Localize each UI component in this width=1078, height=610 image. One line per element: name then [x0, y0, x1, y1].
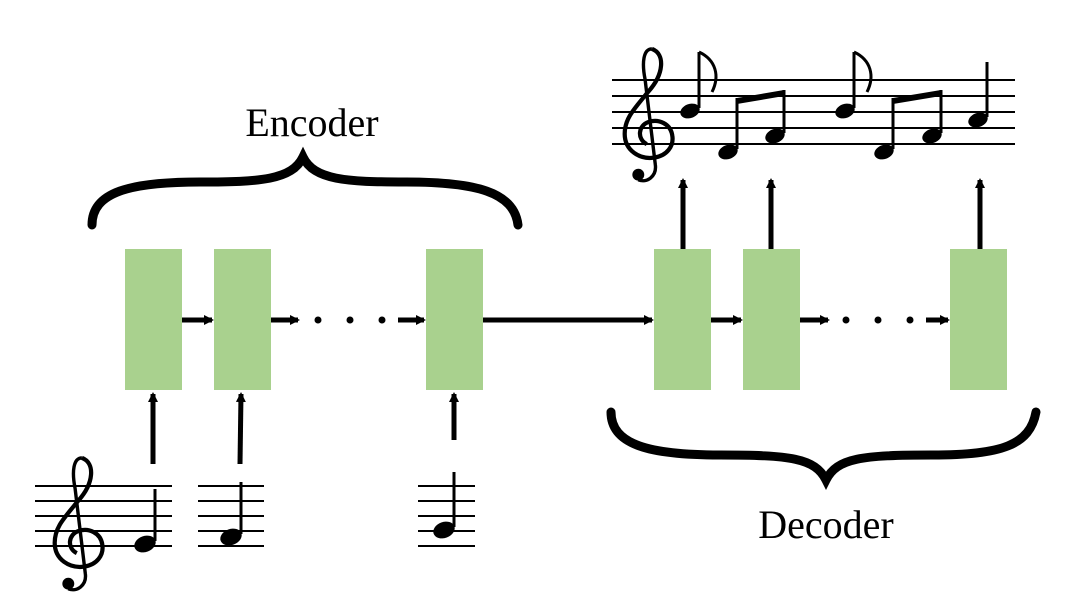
decoder-ellipsis — [842, 316, 914, 324]
decoder-cell-n — [950, 249, 1007, 390]
encoder-group: Encoder — [87, 100, 523, 230]
melody-score-icon — [612, 49, 1015, 181]
decoder-group: Decoder — [606, 407, 1041, 547]
encoder-label: Encoder — [245, 100, 378, 145]
encoder-brace — [87, 146, 523, 230]
encoder-cell-n — [426, 249, 483, 390]
encoder-cell-2 — [214, 249, 271, 390]
treble-clef-staff-note-icon — [35, 458, 172, 590]
decoder-cell-1 — [654, 249, 711, 390]
decoder-label: Decoder — [758, 502, 893, 547]
staff-note-icon — [198, 482, 264, 547]
staff-note-icon — [418, 472, 475, 547]
encoder-input-arrows — [148, 392, 459, 465]
decoder-output-arrows — [678, 178, 985, 249]
encoder-cell-1 — [125, 249, 182, 390]
decoder-cell-2 — [743, 249, 800, 390]
decoder-brace — [606, 407, 1041, 491]
encoder-ellipsis — [314, 316, 386, 324]
